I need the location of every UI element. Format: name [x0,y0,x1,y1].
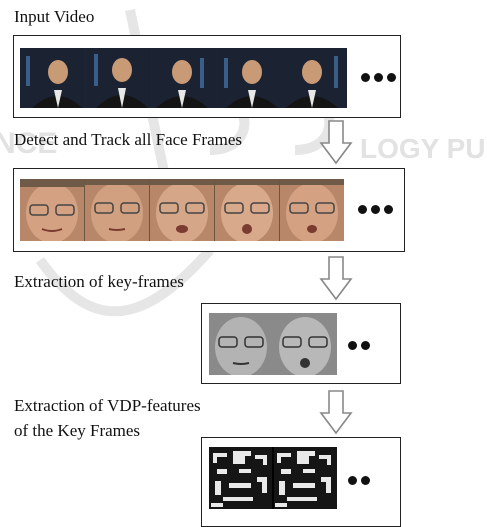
hollow-down-arrow-icon [319,256,353,301]
step-label-vdp-line-2: of the Key Frames [14,421,141,440]
step-label-input-video: Input Video [14,7,95,26]
key-frames-strip [209,313,337,375]
face-frame [20,179,84,241]
face-frames-box [13,168,405,252]
face-frames-strip [20,179,344,241]
face-frame [280,179,344,241]
key-frames-box [201,303,401,384]
input-video-strip [20,48,347,108]
hollow-down-arrow-icon [319,390,353,435]
ellipsis-dots-icon [348,341,370,350]
step-label-detect-track: Detect and Track all Face Frames [14,130,243,149]
key-frame [209,313,273,375]
vdp-feature-map [209,447,337,509]
key-frame [273,313,337,375]
step-label-vdp-line-1: Extraction of VDP-features [14,396,201,415]
video-frame [20,48,85,108]
vdp-features-box [201,437,401,527]
face-frame [85,179,149,241]
vdp-features-strip [209,447,337,509]
step-label-key-frames: Extraction of key-frames [14,272,184,291]
ellipsis-dots-icon [348,476,370,485]
face-frame [215,179,279,241]
watermark-right-text: LOGY PUBLICATIONS [360,133,487,164]
input-video-box [13,35,401,118]
face-frame [150,179,214,241]
video-frame [284,48,347,108]
ellipsis-dots-icon [358,205,393,214]
video-frame [218,48,283,108]
ellipsis-dots-icon [361,73,396,82]
video-frame [152,48,217,108]
hollow-down-arrow-icon [319,120,353,165]
video-frame [86,48,151,108]
